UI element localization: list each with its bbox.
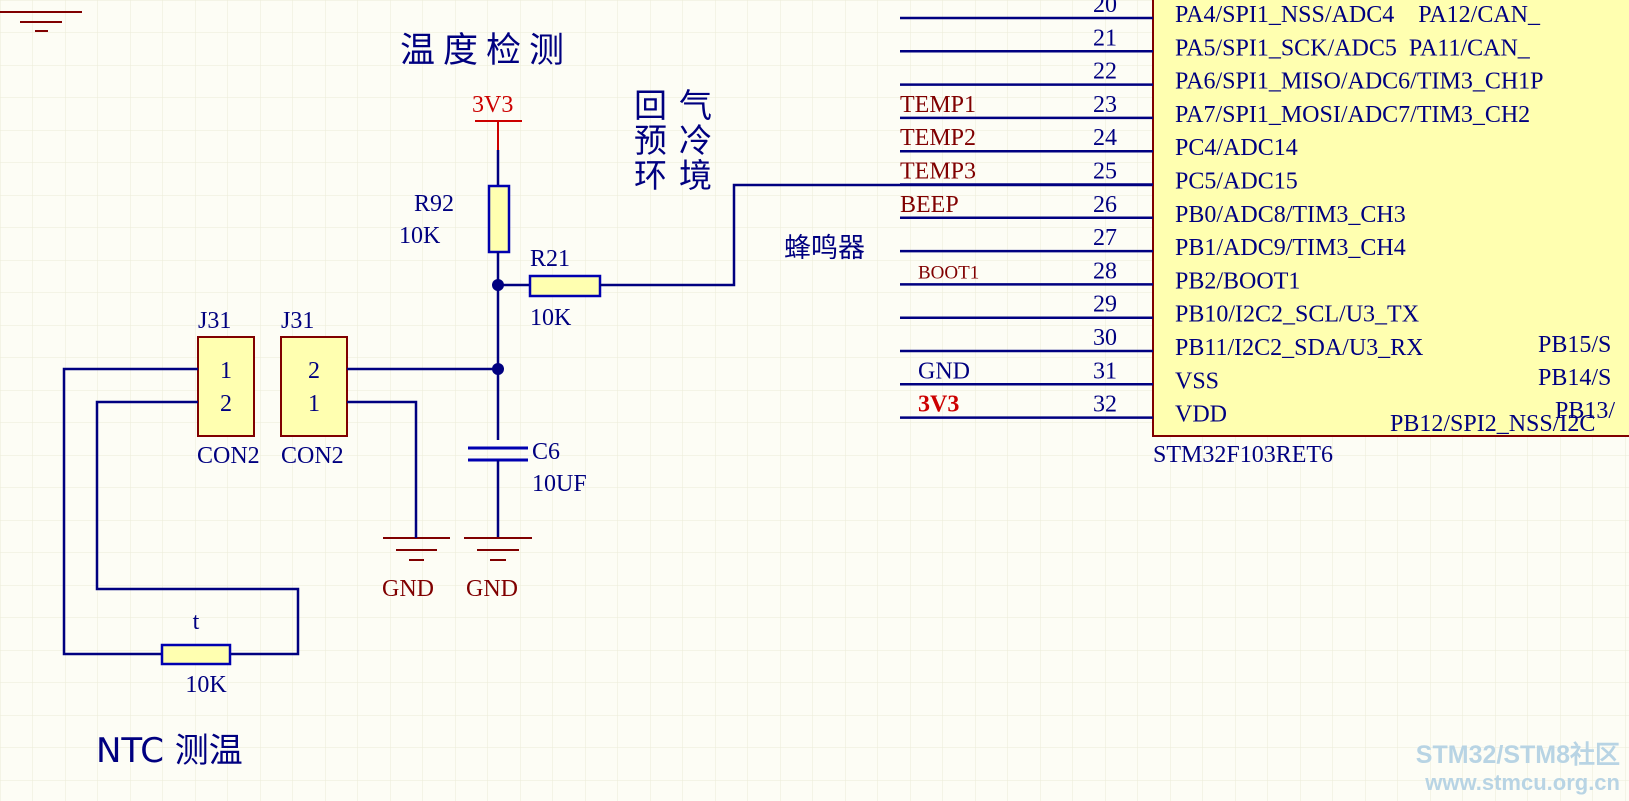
chip-pin-20: 20 PA4/SPI1_NSS/ADC4 PA12/CAN_ <box>900 0 1541 28</box>
pin-name: PA6/SPI1_MISO/ADC6/TIM3_CH1P <box>1175 69 1544 95</box>
pin-number: 26 <box>1093 192 1117 218</box>
pin-number: 20 <box>1093 0 1117 18</box>
chip-body[interactable] <box>1152 0 1629 437</box>
pin-name: PB0/ADC8/TIM3_CH3 <box>1175 202 1406 228</box>
net-label-temp3: TEMP3 <box>900 159 976 185</box>
temp-detect-title: 温度检测 <box>400 31 572 71</box>
buzzer-label: 蜂鸣器 <box>784 233 865 264</box>
resistor-r21[interactable] <box>528 274 602 298</box>
chip-right-label-3: PB13/ <box>1555 398 1615 424</box>
j31b-pin-top: 2 <box>308 358 320 384</box>
thermistor-ntc[interactable] <box>160 643 232 666</box>
chip-pin-29: 29 PB10/I2C2_SCL/U3_TX <box>900 292 1419 328</box>
pin-number: 30 <box>1093 325 1117 351</box>
pin-number: 22 <box>1093 59 1117 85</box>
chip-pin-30: 30 PB11/I2C2_SDA/U3_RX <box>900 325 1423 361</box>
ntc-ref: t <box>193 609 200 635</box>
chip-pin-rows: 20 PA4/SPI1_NSS/ADC4 PA12/CAN_ 21 PA5/SPI1_… <box>900 0 1544 428</box>
resistor-r92[interactable] <box>487 184 511 254</box>
j31b-type: CON2 <box>281 443 344 469</box>
j31b-ref: J31 <box>281 308 314 334</box>
gnd-label-2: GND <box>466 576 518 602</box>
wire-j31b-pin1-gnd <box>347 400 418 538</box>
return-air-label-line1: 回气 <box>634 86 724 125</box>
pin-name: PC4/ADC14 <box>1175 135 1298 161</box>
chip-pin-21: 21 PA5/SPI1_SCK/ADC5 PA11/CAN_ <box>900 25 1531 61</box>
pin-number: 27 <box>1093 225 1117 251</box>
c6-value: 10UF <box>532 471 587 497</box>
watermark-line1: STM32/STM8社区 <box>1416 740 1620 769</box>
pin-name: PA5/SPI1_SCK/ADC5 PA11/CAN_ <box>1175 35 1531 61</box>
chip-pin-25: 25 PC5/ADC15 TEMP3 <box>900 159 1298 195</box>
gnd-label-1: GND <box>382 576 434 602</box>
net-label-3v3: 3V3 <box>918 392 959 418</box>
pin-number: 28 <box>1093 258 1117 284</box>
net-label-temp2: TEMP2 <box>900 125 976 151</box>
r92-value: 10K <box>399 223 441 249</box>
pin-number: 31 <box>1093 358 1117 384</box>
pin-number: 29 <box>1093 292 1117 318</box>
power-3v3-label: 3V3 <box>472 92 513 118</box>
pin-name: PB11/I2C2_SDA/U3_RX <box>1175 335 1423 361</box>
pin-number: 24 <box>1093 125 1117 151</box>
pin-name: VSS <box>1175 368 1219 394</box>
ground-symbol-top <box>0 11 82 32</box>
chip-pin-28: 28 PB2/BOOT1 BOOT1 <box>900 258 1300 294</box>
j31a-pin-bottom: 2 <box>220 391 232 417</box>
pin-name: PB2/BOOT1 <box>1175 268 1300 294</box>
wire-ntc-loop-outer <box>62 367 198 656</box>
j31a-ref: J31 <box>198 308 231 334</box>
connector-j31-a[interactable] <box>197 336 255 437</box>
return-air-label-line3: 环境 <box>634 156 724 195</box>
chip-pin-32: 32 VDD 3V3 <box>900 392 1227 428</box>
chip-pin-22: 22 PA6/SPI1_MISO/ADC6/TIM3_CH1P <box>900 59 1544 95</box>
chip-right-label-1: PB15/S <box>1538 332 1611 358</box>
pin-number: 21 <box>1093 25 1117 51</box>
ntc-title: NTC 测温 <box>96 731 243 771</box>
j31a-pin-top: 1 <box>220 358 232 384</box>
chip-right-label-2: PB14/S <box>1538 365 1611 391</box>
c6-ref: C6 <box>532 439 560 465</box>
pin-name: PB1/ADC9/TIM3_CH4 <box>1175 235 1406 261</box>
return-air-label-line2: 预冷 <box>634 121 724 160</box>
r92-ref: R92 <box>414 191 454 217</box>
wire-ntc-loop-inner <box>95 400 300 656</box>
net-label-gnd: GND <box>918 358 970 384</box>
r21-ref: R21 <box>530 246 570 272</box>
pin-name: PA7/SPI1_MOSI/ADC7/TIM3_CH2 <box>1175 102 1530 128</box>
chip-pin-24: 24 PC4/ADC14 TEMP2 <box>900 125 1298 161</box>
pin-number: 32 <box>1093 392 1117 418</box>
ntc-value: 10K <box>185 672 227 698</box>
pin-number: 25 <box>1093 159 1117 185</box>
chip-name: STM32F103RET6 <box>1153 442 1333 468</box>
pin-name: PC5/ADC15 <box>1175 169 1298 195</box>
chip-pin-27: 27 PB1/ADC9/TIM3_CH4 <box>900 225 1406 261</box>
chip-right-label-4: PB12/SPI2_NSS/I2C <box>1390 411 1595 437</box>
power-3v3-symbol <box>475 120 522 150</box>
pin-number: 23 <box>1093 92 1117 118</box>
pin-name: PA4/SPI1_NSS/ADC4 PA12/CAN_ <box>1175 2 1541 28</box>
pin-name: PB10/I2C2_SCL/U3_TX <box>1175 302 1419 328</box>
chip-pin-23: 23 PA7/SPI1_MOSI/ADC7/TIM3_CH2 TEMP1 <box>900 92 1530 128</box>
chip-pin-26: 26 PB0/ADC8/TIM3_CH3 BEEP <box>900 192 1406 228</box>
j31b-pin-bottom: 1 <box>308 391 320 417</box>
net-label-beep: BEEP <box>900 192 959 218</box>
j31a-type: CON2 <box>197 443 260 469</box>
net-label-temp1: TEMP1 <box>900 92 976 118</box>
r21-value: 10K <box>530 305 572 331</box>
net-label-boot1: BOOT1 <box>918 262 979 283</box>
watermark-line2: www.stmcu.org.cn <box>1424 770 1620 795</box>
ground-symbol-2 <box>464 537 532 561</box>
connector-j31-b[interactable] <box>280 336 348 437</box>
pin-name: VDD <box>1175 402 1227 428</box>
chip-pin-31: 31 VSS GND <box>900 358 1219 394</box>
